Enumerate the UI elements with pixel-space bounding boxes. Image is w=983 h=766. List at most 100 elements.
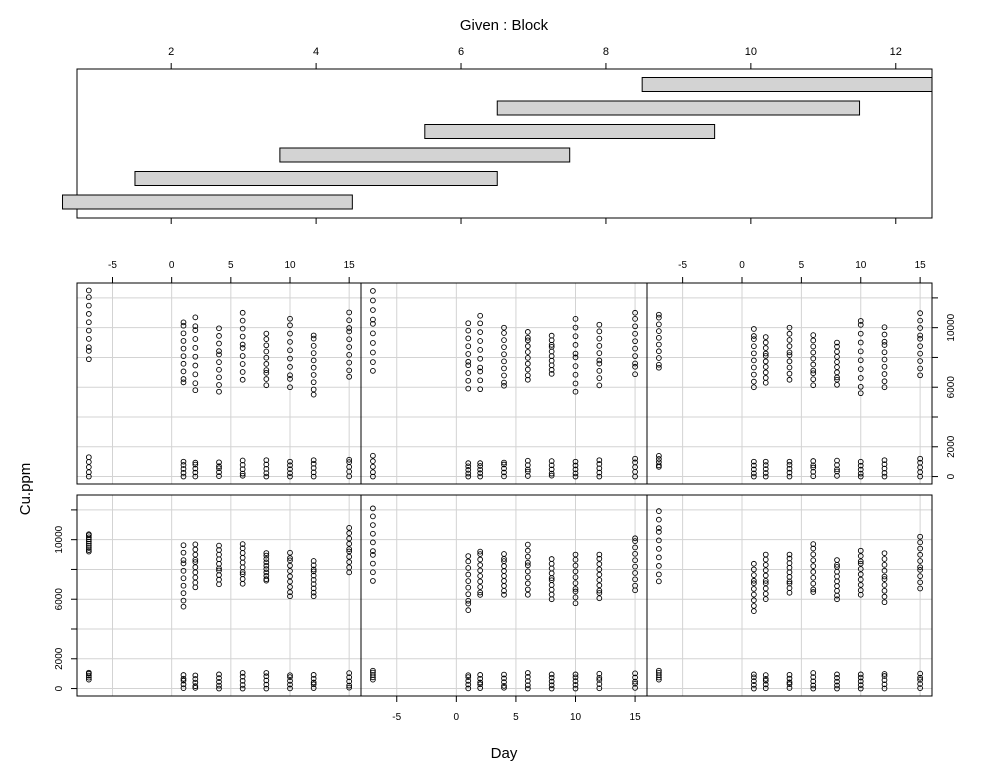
data-point [370,530,376,537]
data-point [310,585,317,592]
data-point [477,578,484,585]
data-point [596,357,603,364]
data-point [917,343,923,350]
data-point [762,379,769,386]
data-point [263,342,270,349]
data-point [477,312,484,319]
data-point [857,348,864,355]
data-point [370,560,376,567]
data-point [216,359,222,365]
data-point [310,577,317,583]
data-point [370,288,376,294]
data-point [762,556,769,563]
data-point [596,561,603,567]
data-point [477,460,484,467]
data-point [263,572,270,579]
data-point [501,379,507,386]
data-point [180,338,187,344]
scatter-panel [360,494,648,697]
data-point [346,367,353,374]
data-point [917,681,923,687]
data-point [632,576,638,583]
data-point [239,545,246,552]
data-point [917,564,923,571]
data-point [287,473,293,480]
data-point [834,587,840,594]
data-point [287,681,293,688]
data-point [857,587,864,594]
data-point [192,672,199,679]
data-point [572,324,579,331]
data-point [751,462,757,469]
data-point [287,589,293,596]
data-point [192,559,199,565]
data-point [263,670,270,676]
data-point [917,372,923,379]
data-point [834,685,840,692]
data-point [786,560,793,566]
data-point [834,596,840,603]
data-point [881,681,888,688]
data-point [465,553,472,559]
data-point [810,551,817,558]
data-point [287,315,293,322]
data-point [632,538,638,544]
data-point [751,466,757,473]
data-point [524,334,531,341]
data-point [216,463,222,470]
data-point [751,577,757,584]
data-point [239,554,246,561]
data-point [810,343,817,350]
data-point [263,559,270,566]
data-point [477,562,484,568]
data-point [85,542,92,549]
data-point [786,574,793,580]
data-point [346,674,353,681]
data-point [346,540,353,547]
panel-frame [646,494,933,697]
data-point [881,349,888,356]
data-point [263,681,270,688]
data-point [751,336,757,342]
data-point [917,558,923,564]
data-point [216,679,222,685]
data-point [85,327,92,334]
data-point [216,388,222,395]
data-point [881,550,888,557]
data-point [881,576,888,582]
data-point [477,320,484,327]
data-point [346,559,353,565]
data-point [310,350,317,356]
data-point [596,555,603,562]
y-tick-label: 2000 [54,647,65,670]
data-point [524,354,531,361]
data-point [881,384,888,391]
data-point [572,470,579,477]
data-point [656,578,662,585]
data-point [834,678,840,685]
data-point [465,343,472,350]
data-point [762,676,769,682]
data-point [85,294,92,301]
data-point [263,348,270,355]
data-point [751,473,757,480]
data-point [751,678,757,684]
data-point [85,459,92,465]
data-point [881,473,888,480]
data-point [786,679,793,686]
data-point [572,473,579,480]
x-axis-label: Day [491,745,518,762]
data-point [548,470,555,477]
data-point [370,367,376,374]
data-point [465,584,472,591]
data-point [180,360,187,367]
data-point [346,309,353,316]
data-point [346,564,353,571]
data-point [524,562,531,569]
data-point [501,591,507,598]
data-point [180,557,187,563]
data-point [287,330,293,337]
data-point [85,473,92,480]
data-point [465,578,472,584]
data-point [857,339,864,346]
